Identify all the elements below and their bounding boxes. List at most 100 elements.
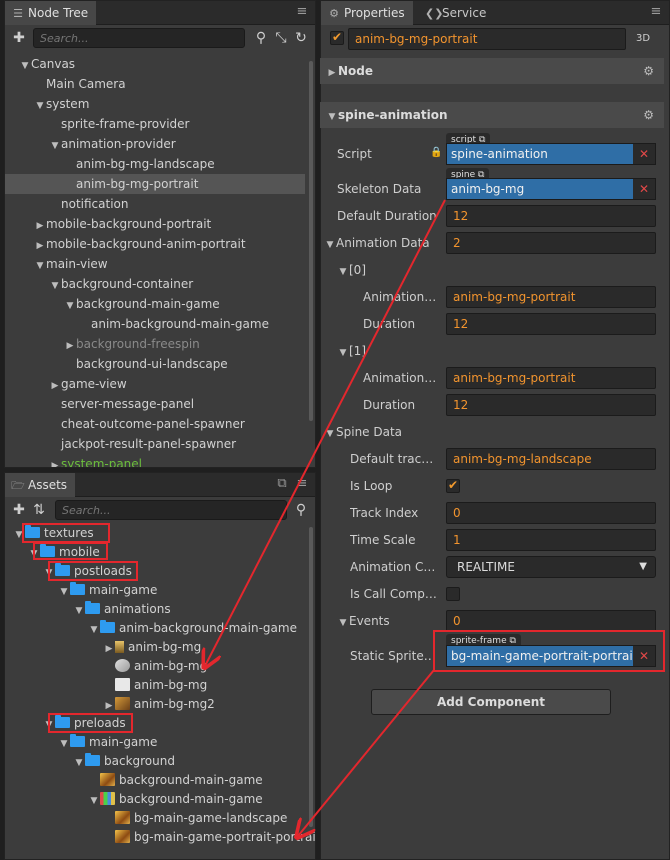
item1-header[interactable]: ▼[1] xyxy=(337,340,366,362)
node-tree-item[interactable]: ▶game-view xyxy=(5,374,305,394)
node-tree-item[interactable]: ▼background-container xyxy=(5,274,305,294)
expanded-arrow-icon[interactable]: ▼ xyxy=(60,739,68,749)
node-tree-item[interactable]: ▶background-freespin xyxy=(5,334,305,354)
events-label[interactable]: ▼Events xyxy=(337,610,390,632)
collapse-icon[interactable]: ⤡ xyxy=(275,30,287,46)
expanded-arrow-icon[interactable]: ▼ xyxy=(51,141,59,151)
asset-item[interactable]: ▼textures xyxy=(5,523,305,543)
default-track-field[interactable]: anim-bg-mg-landscape xyxy=(446,448,656,470)
node-tree-item[interactable]: ▶system-panel xyxy=(5,454,305,468)
open-link-icon[interactable]: ⧉ xyxy=(478,135,486,145)
collapsed-arrow-icon[interactable]: ▶ xyxy=(36,221,44,231)
asset-item[interactable]: anim-bg-mg xyxy=(5,656,305,676)
tab-service[interactable]: ❮❯Service xyxy=(419,1,494,25)
expanded-arrow-icon[interactable]: ▼ xyxy=(51,281,59,291)
item0-animation-field[interactable]: anim-bg-mg-portrait xyxy=(446,286,656,308)
node-tree-item[interactable]: anim-background-main-game xyxy=(5,314,305,334)
search-icon[interactable]: ⚲ xyxy=(255,30,267,46)
asset-item[interactable]: ▼background-main-game xyxy=(5,789,305,809)
expanded-arrow-icon[interactable]: ▼ xyxy=(36,101,44,111)
animation-data-count-field[interactable]: 2 xyxy=(446,232,656,254)
node-tree-item[interactable]: ▼Canvas xyxy=(5,54,305,74)
item0-header[interactable]: ▼[0] xyxy=(337,259,366,281)
add-component-button[interactable]: Add Component xyxy=(371,689,611,715)
asset-item[interactable]: anim-bg-mg xyxy=(5,675,305,695)
node-tree-item[interactable]: ▶mobile-background-anim-portrait xyxy=(5,234,305,254)
asset-item[interactable]: ▼anim-background-main-game xyxy=(5,618,305,638)
asset-search-icon[interactable]: ⚲ xyxy=(295,502,307,518)
script-clear-icon[interactable]: ✕ xyxy=(633,144,655,164)
tab-assets[interactable]: 🗁Assets xyxy=(5,473,76,497)
static-sprite-field[interactable]: bg-main-game-portrait-portrait ✕ xyxy=(446,645,656,667)
expanded-arrow-icon[interactable]: ▼ xyxy=(90,796,98,806)
expanded-arrow-icon[interactable]: ▼ xyxy=(60,587,68,597)
assets-popout-icon[interactable]: ⧉ xyxy=(277,476,287,491)
open-link-icon[interactable]: ⧉ xyxy=(509,636,516,646)
node-tree-item[interactable]: ▼animation-provider xyxy=(5,134,305,154)
node-tree-item[interactable]: anim-bg-mg-portrait xyxy=(5,174,305,194)
asset-item[interactable]: ▼background xyxy=(5,751,305,771)
expanded-arrow-icon[interactable]: ▼ xyxy=(66,301,74,311)
add-asset-button[interactable]: ✚ xyxy=(13,502,25,518)
is-loop-checkbox[interactable] xyxy=(446,478,460,493)
sort-icon[interactable]: ⇅ xyxy=(33,502,45,518)
node-search-box[interactable] xyxy=(33,28,245,48)
expanded-arrow-icon[interactable]: ▼ xyxy=(36,261,44,271)
collapsed-arrow-icon[interactable]: ▶ xyxy=(51,461,59,468)
node-tree-item[interactable]: ▶mobile-background-portrait xyxy=(5,214,305,234)
default-duration-field[interactable]: 12 xyxy=(446,205,656,227)
node-tree-scrollbar[interactable] xyxy=(309,61,313,421)
collapsed-arrow-icon[interactable]: ▶ xyxy=(105,644,113,654)
expanded-arrow-icon[interactable]: ▼ xyxy=(21,61,29,71)
animation-data-label[interactable]: ▼Animation Data xyxy=(324,232,430,254)
add-node-button[interactable]: ✚ xyxy=(13,30,25,46)
skeleton-clear-icon[interactable]: ✕ xyxy=(633,179,655,199)
asset-item[interactable]: background-main-game xyxy=(5,770,305,790)
asset-item[interactable]: ▼main-game xyxy=(5,580,305,600)
tab-node-tree[interactable]: ☰Node Tree xyxy=(5,1,97,25)
item1-duration-field[interactable]: 12 xyxy=(446,394,656,416)
node-tree-item[interactable]: anim-bg-mg-landscape xyxy=(5,154,305,174)
expanded-arrow-icon[interactable]: ▼ xyxy=(90,625,98,635)
asset-item[interactable]: ▼main-game xyxy=(5,732,305,752)
node-tree-item[interactable]: background-ui-landscape xyxy=(5,354,305,374)
collapsed-arrow-icon[interactable]: ▶ xyxy=(51,381,59,391)
track-index-field[interactable]: 0 xyxy=(446,502,656,524)
node-tree-item[interactable]: notification xyxy=(5,194,305,214)
asset-item[interactable]: bg-main-game-landscape xyxy=(5,808,305,828)
node-section-header[interactable]: ▶Node ⚙ xyxy=(320,58,664,84)
node-search-input[interactable] xyxy=(34,29,244,47)
item0-duration-field[interactable]: 12 xyxy=(446,313,656,335)
node-tree-item[interactable]: cheat-outcome-panel-spawner xyxy=(5,414,305,434)
node-tree-item[interactable]: jackpot-result-panel-spawner xyxy=(5,434,305,454)
asset-item[interactable]: ▶anim-bg-mg xyxy=(5,637,305,657)
node-name-field[interactable]: anim-bg-mg-portrait xyxy=(348,28,626,50)
node-active-checkbox[interactable] xyxy=(330,30,344,45)
item1-animation-field[interactable]: anim-bg-mg-portrait xyxy=(446,367,656,389)
collapsed-arrow-icon[interactable]: ▶ xyxy=(105,701,113,711)
is-call-checkbox[interactable] xyxy=(446,587,460,601)
asset-item[interactable]: bg-main-game-portrait-portrait xyxy=(5,827,315,847)
asset-search-box[interactable] xyxy=(55,500,287,520)
component-section-header[interactable]: ▼spine-animation ⚙ xyxy=(320,102,664,128)
assets-scrollbar[interactable] xyxy=(309,527,313,827)
node-tree-item[interactable]: sprite-frame-provider xyxy=(5,114,305,134)
expanded-arrow-icon[interactable]: ▼ xyxy=(75,606,83,616)
script-field[interactable]: spine-animation ✕ xyxy=(446,143,656,165)
spine-data-label[interactable]: ▼Spine Data xyxy=(324,421,403,443)
component-gear-icon[interactable]: ⚙ xyxy=(643,108,654,122)
collapsed-arrow-icon[interactable]: ▶ xyxy=(36,241,44,251)
static-sprite-clear-icon[interactable]: ✕ xyxy=(633,646,655,666)
node-tree-item[interactable]: server-message-panel xyxy=(5,394,305,414)
assets-menu-icon[interactable]: ≡ xyxy=(296,476,308,491)
node-tree-item[interactable]: Main Camera xyxy=(5,74,305,94)
anim-callback-select[interactable]: REALTIME ▼ xyxy=(446,556,656,578)
properties-menu-icon[interactable]: ≡ xyxy=(650,4,662,19)
node-gear-icon[interactable]: ⚙ xyxy=(643,64,654,78)
open-link-icon[interactable]: ⧉ xyxy=(478,170,485,180)
expanded-arrow-icon[interactable]: ▼ xyxy=(75,758,83,768)
expanded-arrow-icon[interactable]: ▼ xyxy=(15,530,23,540)
time-scale-field[interactable]: 1 xyxy=(446,529,656,551)
collapsed-arrow-icon[interactable]: ▶ xyxy=(66,341,74,351)
node-tree-menu-icon[interactable]: ≡ xyxy=(296,4,308,19)
